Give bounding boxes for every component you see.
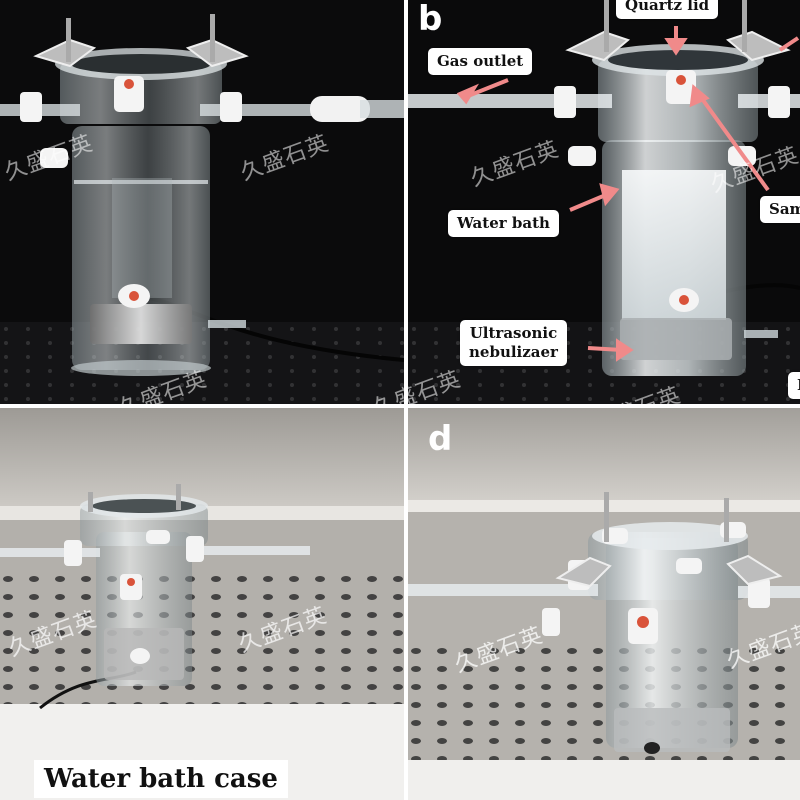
panel-a-reactor-photo: 久盛石英 久盛石英 [0, 0, 404, 404]
callout-fragment: D [788, 372, 800, 399]
reactor-illustration-a [0, 14, 404, 404]
panel-c-water-bath-case: Water bath case 久盛石英 久盛石英 [0, 408, 404, 800]
panel-label: d [428, 419, 453, 459]
caption-water-bath-case: Water bath case [34, 760, 288, 798]
panel-label: b [418, 0, 443, 39]
water-bath-illustration-c [0, 408, 404, 800]
callout-line: nebulizaer [469, 343, 558, 361]
callout-line: Ultrasonic [469, 324, 558, 342]
callout-sample: Sam [760, 196, 800, 223]
panel-b-labeled-reactor: b Quartz lid Gas outlet Water bath Sam U… [408, 0, 800, 404]
callout-gas-outlet: Gas outlet [428, 48, 533, 75]
callout-ultrasonic-nebulizer: Ultrasonic nebulizaer [460, 320, 567, 366]
water-bath-illustration-d [408, 408, 800, 800]
callout-water-bath: Water bath [448, 210, 559, 237]
panel-d-reactor-in-bath: d 久盛石英 久盛石英 [408, 408, 800, 800]
callout-quartz-lid: Quartz lid [616, 0, 719, 19]
